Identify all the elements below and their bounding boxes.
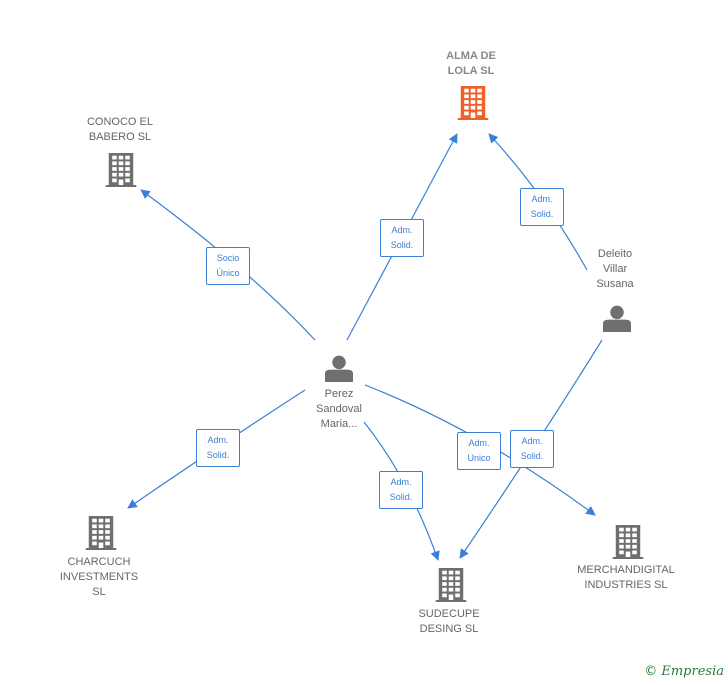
person-icon-perez[interactable] (325, 355, 353, 382)
copyright-mark: © (644, 664, 658, 679)
edge-label-perez-to-conoco: Socio Único (206, 247, 250, 285)
building-icon-alma[interactable] (457, 86, 489, 120)
edge-label-perez-to-alma: Adm. Solid. (380, 219, 424, 257)
node-label-charcuch[interactable]: CHARCUCH INVESTMENTS SL (59, 555, 139, 598)
edge-label-deleito-to-alma: Adm. Solid. (520, 188, 564, 226)
building-icon-merch[interactable] (612, 525, 644, 559)
node-label-conoco[interactable]: CONOCO EL BABERO SL (86, 116, 153, 143)
building-icon-charcuch[interactable] (85, 516, 117, 550)
edge-label-perez-to-merch: Adm. Unico (457, 432, 501, 470)
edge-label-perez-to-charcuch: Adm. Solid. (196, 429, 240, 467)
node-label-perez[interactable]: Perez Sandoval Maria... (316, 387, 362, 430)
building-icon-conoco[interactable] (105, 153, 137, 187)
node-label-alma[interactable]: ALMA DE LOLA SL (446, 50, 496, 77)
brand-watermark: © Empresia (644, 664, 724, 679)
icons-layer (85, 86, 644, 602)
person-icon-deleito[interactable] (603, 305, 631, 332)
node-label-deleito[interactable]: Deleito Villar Susana (596, 247, 634, 290)
brand-name: Empresia (661, 664, 724, 679)
edge-label-perez-to-sudecupe: Adm. Solid. (379, 471, 423, 509)
node-label-sudecupe[interactable]: SUDECUPE DESING SL (418, 608, 480, 635)
edge-label-deleito-to-sudecupe: Adm. Solid. (510, 430, 554, 468)
node-label-merch[interactable]: MERCHANDIGITAL INDUSTRIES SL (577, 564, 675, 591)
building-icon-sudecupe[interactable] (435, 568, 467, 602)
